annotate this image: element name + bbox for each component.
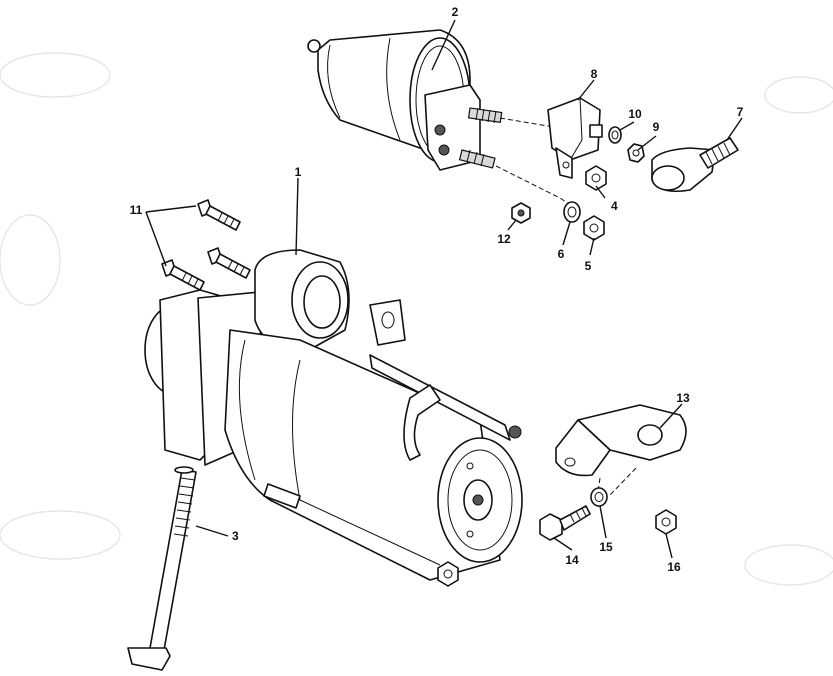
- callout-14: 14: [565, 553, 579, 567]
- watermark: [0, 52, 833, 586]
- callout-8: 8: [591, 67, 598, 81]
- callout-7: 7: [737, 105, 744, 119]
- bolt-11-upper: [197, 199, 241, 231]
- callout-9: 9: [653, 120, 660, 134]
- callout-15: 15: [599, 540, 613, 554]
- callout-5: 5: [585, 259, 592, 273]
- callout-16: 16: [667, 560, 681, 574]
- callout-4: 4: [611, 199, 618, 213]
- bolt-11-lower: [161, 259, 205, 291]
- callout-1: 1: [295, 165, 302, 179]
- callout-6: 6: [558, 247, 565, 261]
- callout-12: 12: [497, 232, 511, 246]
- terminal-connector-part: [547, 97, 603, 179]
- starter-motor-part: [144, 249, 523, 587]
- solenoid-part: [307, 29, 503, 171]
- washer-15: [590, 487, 608, 507]
- bolt-14: [539, 505, 591, 541]
- callout-2: 2: [452, 5, 459, 19]
- bolt-11-middle: [207, 247, 251, 279]
- callout-10: 10: [628, 107, 642, 121]
- boot-cap-part: [651, 137, 739, 193]
- long-bolt-3: [127, 466, 197, 671]
- leader-lines: [145, 19, 743, 559]
- nut-16: [655, 509, 677, 535]
- callout-3: 3: [232, 529, 239, 543]
- callout-13: 13: [676, 391, 690, 405]
- nut-4: [585, 165, 607, 191]
- washer-6: [563, 201, 581, 223]
- washer-10: [608, 126, 622, 144]
- callout-labels: 2 1 3 4 5 6 7 8 9 10 11 12 13 14 15 16: [130, 5, 744, 574]
- nut-5: [583, 215, 605, 241]
- bracket-13: [555, 404, 687, 477]
- callout-11: 11: [130, 203, 143, 217]
